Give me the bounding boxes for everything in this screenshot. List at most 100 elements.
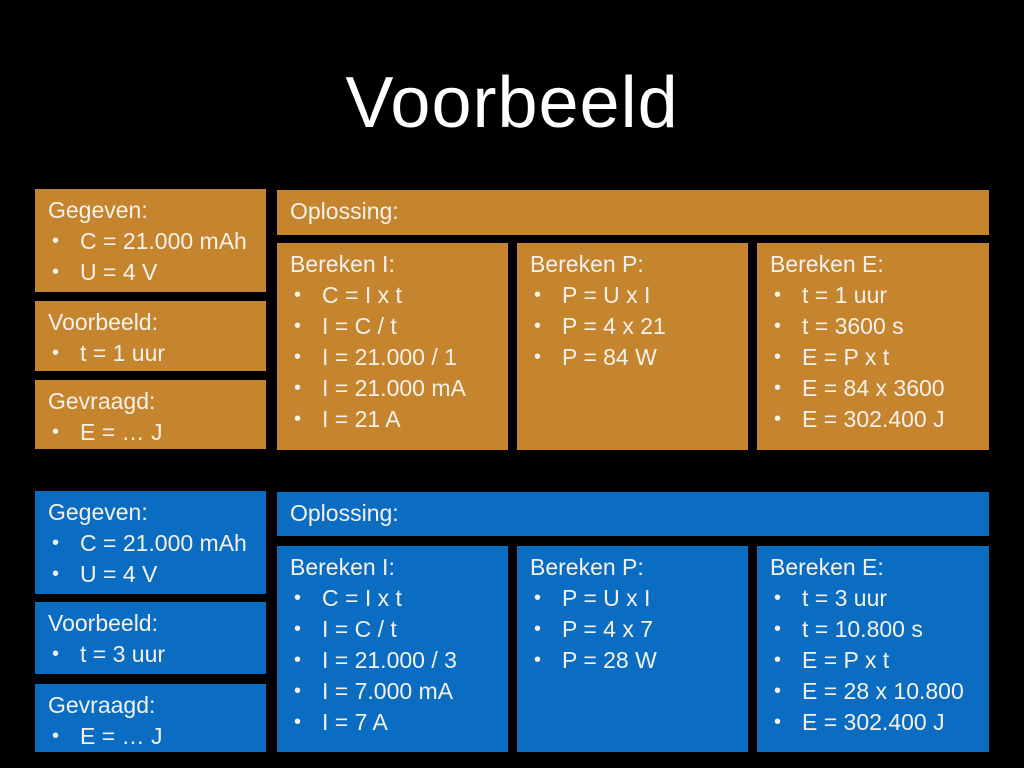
list-item: • E = 302.400 J — [770, 404, 981, 435]
list-item: • C = I x t — [290, 583, 500, 614]
list-item-text: I = C / t — [322, 616, 397, 642]
list-item-text: C = 21.000 mAh — [80, 530, 247, 556]
list-item-text: I = 21 A — [322, 406, 401, 432]
list-item: • t = 10.800 s — [770, 614, 981, 645]
asked-box-blue: Gevraagd: • E = … J — [35, 684, 266, 752]
list-item: • P = 28 W — [530, 645, 740, 676]
list-item-text: E = 84 x 3600 — [802, 375, 945, 401]
list-item: • C = 21.000 mAh — [48, 226, 258, 257]
list-item: • U = 4 V — [48, 559, 258, 590]
bullet-icon: • — [534, 618, 542, 640]
list-item: • P = 4 x 21 — [530, 311, 740, 342]
list-item-text: I = 21.000 mA — [322, 375, 466, 401]
list-item: • E = P x t — [770, 645, 981, 676]
list-item-text: t = 1 uur — [80, 340, 166, 366]
bullet-icon: • — [52, 532, 60, 554]
list-item: • C = I x t — [290, 280, 500, 311]
list-item-text: I = 7.000 mA — [322, 678, 454, 704]
list-item: • I = 7 A — [290, 707, 500, 738]
list-item-text: t = 1 uur — [802, 282, 888, 308]
bullet-icon: • — [52, 421, 60, 443]
list-item: • P = U x I — [530, 583, 740, 614]
step-heading: Bereken P: — [530, 251, 644, 277]
bullet-icon: • — [294, 408, 302, 430]
list-item-text: C = I x t — [322, 585, 402, 611]
list-item-text: t = 3 uur — [80, 641, 166, 667]
bullet-icon: • — [294, 618, 302, 640]
bullet-icon: • — [52, 230, 60, 252]
given-heading: Gegeven: — [48, 499, 148, 525]
asked-box-orange: Gevraagd: • E = … J — [35, 380, 266, 449]
bullet-icon: • — [774, 346, 782, 368]
list-item-text: E = … J — [80, 419, 163, 445]
step-box-calc-i-blue: Bereken I: • C = I x t • I = C / t • I =… — [277, 546, 508, 752]
list-item-text: I = 7 A — [322, 709, 388, 735]
given-box-orange: Gegeven: • C = 21.000 mAh • U = 4 V — [35, 189, 266, 292]
bullet-icon: • — [294, 346, 302, 368]
bullet-icon: • — [774, 377, 782, 399]
bullet-icon: • — [774, 649, 782, 671]
example-heading: Voorbeeld: — [48, 309, 158, 335]
bullet-icon: • — [52, 342, 60, 364]
bullet-icon: • — [534, 587, 542, 609]
list-item-text: P = 4 x 7 — [562, 616, 654, 642]
bullet-icon: • — [294, 711, 302, 733]
list-item-text: P = U x I — [562, 282, 651, 308]
bullet-icon: • — [534, 649, 542, 671]
bullet-icon: • — [294, 680, 302, 702]
list-item-text: C = I x t — [322, 282, 402, 308]
list-item: • P = U x I — [530, 280, 740, 311]
list-item-text: E = 28 x 10.800 — [802, 678, 964, 704]
list-item-text: P = 84 W — [562, 344, 657, 370]
step-heading: Bereken I: — [290, 554, 395, 580]
list-item-text: P = U x I — [562, 585, 651, 611]
step-box-calc-p-orange: Bereken P: • P = U x I • P = 4 x 21 • P … — [517, 243, 748, 450]
bullet-icon: • — [52, 725, 60, 747]
list-item: • E = P x t — [770, 342, 981, 373]
step-box-calc-i-orange: Bereken I: • C = I x t • I = C / t • I =… — [277, 243, 508, 450]
list-item-text: E = P x t — [802, 344, 890, 370]
given-box-blue: Gegeven: • C = 21.000 mAh • U = 4 V — [35, 491, 266, 594]
solution-heading: Oplossing: — [290, 198, 399, 224]
list-item-text: t = 3600 s — [802, 313, 904, 339]
list-item: • t = 3 uur — [48, 639, 258, 670]
list-item: • U = 4 V — [48, 257, 258, 288]
list-item: • I = 7.000 mA — [290, 676, 500, 707]
list-item-text: E = P x t — [802, 647, 890, 673]
asked-heading: Gevraagd: — [48, 388, 156, 414]
bullet-icon: • — [774, 315, 782, 337]
solution-header-blue: Oplossing: — [277, 492, 989, 536]
list-item: • I = 21 A — [290, 404, 500, 435]
bullet-icon: • — [294, 284, 302, 306]
solution-heading: Oplossing: — [290, 500, 399, 526]
bullet-icon: • — [294, 649, 302, 671]
list-item-text: C = 21.000 mAh — [80, 228, 247, 254]
solution-header-orange: Oplossing: — [277, 190, 989, 235]
list-item: • E = … J — [48, 721, 258, 752]
list-item: • t = 1 uur — [48, 338, 258, 369]
list-item: • I = C / t — [290, 311, 500, 342]
bullet-icon: • — [52, 563, 60, 585]
list-item: • E = 84 x 3600 — [770, 373, 981, 404]
bullet-icon: • — [294, 315, 302, 337]
list-item-text: P = 28 W — [562, 647, 657, 673]
list-item-text: I = 21.000 / 1 — [322, 344, 457, 370]
bullet-icon: • — [774, 618, 782, 640]
list-item-text: E = … J — [80, 723, 163, 749]
list-item: • C = 21.000 mAh — [48, 528, 258, 559]
list-item: • I = 21.000 mA — [290, 373, 500, 404]
step-box-calc-e-orange: Bereken E: • t = 1 uur • t = 3600 s • E … — [757, 243, 989, 450]
bullet-icon: • — [294, 377, 302, 399]
list-item: • I = 21.000 / 3 — [290, 645, 500, 676]
list-item: • t = 3 uur — [770, 583, 981, 614]
list-item-text: t = 3 uur — [802, 585, 888, 611]
list-item-text: U = 4 V — [80, 561, 158, 587]
bullet-icon: • — [774, 408, 782, 430]
bullet-icon: • — [534, 315, 542, 337]
bullet-icon: • — [52, 643, 60, 665]
bullet-icon: • — [534, 284, 542, 306]
list-item: • I = 21.000 / 1 — [290, 342, 500, 373]
example-heading: Voorbeeld: — [48, 610, 158, 636]
bullet-icon: • — [774, 680, 782, 702]
